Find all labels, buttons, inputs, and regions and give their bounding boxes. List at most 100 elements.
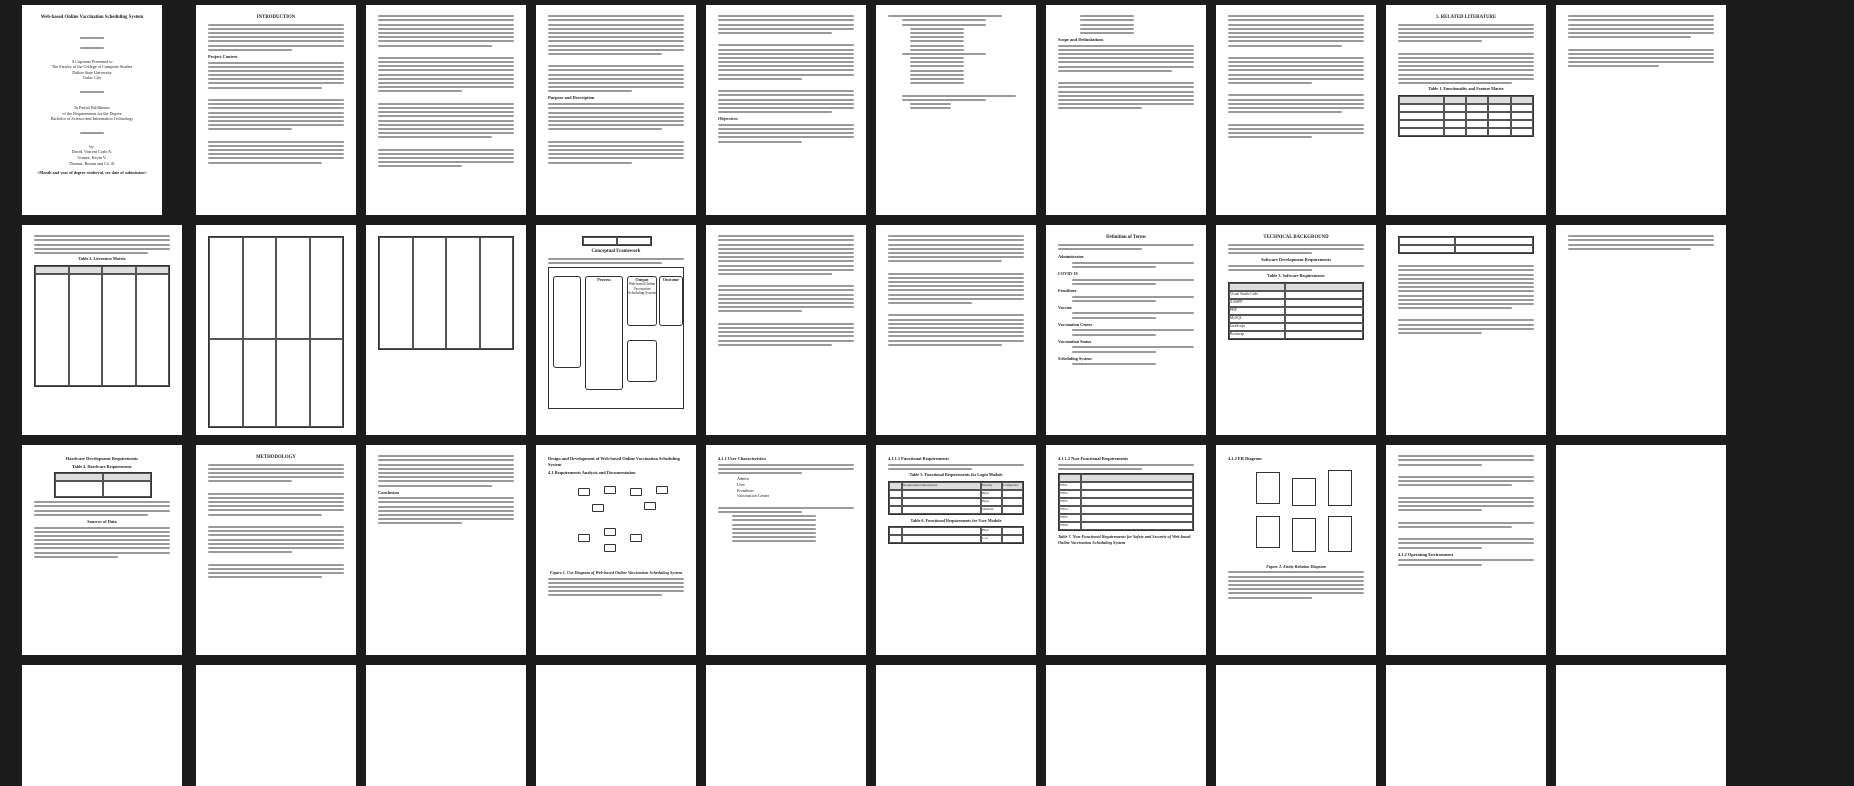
page-row4-10 <box>1556 665 1726 786</box>
framework-diagram: Process Output Web-based Online Vaccinat… <box>548 266 684 409</box>
er-diagram-heading: 4.1.2 ER Diagram <box>1228 456 1262 461</box>
definition-heading: Definition of Terms <box>1106 235 1146 240</box>
user-type-admin: Admin <box>737 476 749 482</box>
use-case-caption: Figure 1. Use Diagram of Web-based Onlin… <box>549 569 683 575</box>
framework-input-box <box>553 275 581 368</box>
page-partial-r3 <box>1556 445 1726 655</box>
hardware-table <box>54 472 152 499</box>
author-2: Gomez, Kevin V. <box>77 154 107 160</box>
term-frontliner: Frontliner <box>1058 287 1077 293</box>
nonfunctional-caption: Table 7. Non-Functional Requirements for… <box>1058 533 1191 545</box>
term-administrator: Administrator <box>1058 253 1084 259</box>
nonfunctional-table: NF01 NF02 NF03 NF04 NF05 NF06 <box>1058 472 1194 531</box>
term-vaccination-center: Vaccination Center <box>1058 321 1093 327</box>
page-purpose: Purpose and Description <box>536 5 696 215</box>
functional-heading: 4.1.1.1 Functional Requirements <box>888 456 949 461</box>
page-conclusion: Conclusion <box>366 445 526 655</box>
school: Dalton State University <box>72 69 112 75</box>
design-heading: Design and Development of Web-based Onli… <box>548 456 680 467</box>
page-literature-matrix: Table 2. Literature Matrix <box>22 225 182 435</box>
fulfillment: In Partial Fulfillment <box>74 104 110 110</box>
page-row4-3 <box>366 665 526 786</box>
page-row4-1 <box>22 665 182 786</box>
functionality-table-caption: Table 1. Functionality and Feature Matri… <box>1428 86 1504 92</box>
user-type-center: Vaccination Center <box>737 493 770 499</box>
page-literature-matrix-2 <box>196 225 356 435</box>
page-framework-text <box>706 225 866 435</box>
page-framework-text-2 <box>876 225 1036 435</box>
date-note: <Month and year of degree conferral, see… <box>37 170 147 176</box>
page-objective-list <box>876 5 1036 215</box>
term-scheduling-system: Scheduling System <box>1058 355 1092 361</box>
technical-heading: TECHNICAL BACKGROUND <box>1263 235 1329 240</box>
er-diagram <box>1228 464 1364 564</box>
page-partial-r1 <box>1556 5 1726 215</box>
page-row4-8 <box>1216 665 1376 786</box>
page-title: Web-based Online Vaccination Scheduling … <box>22 5 162 215</box>
func-user-table: High Low <box>888 526 1024 545</box>
page-conceptual-framework: Conceptual Framework Process Output Web-… <box>536 225 696 435</box>
by-label: by: <box>89 143 95 149</box>
page-row4-5 <box>706 665 866 786</box>
page-context-2 <box>366 5 526 215</box>
scope-heading: Scope and Delimitations <box>1058 36 1104 42</box>
req-analysis-heading: 4.1 Requirements Analysis and Documentat… <box>548 470 636 476</box>
page-row4-7 <box>1046 665 1206 786</box>
page-related-literature: 1. RELATED LITERATURE Table 1. Functiona… <box>1386 5 1546 215</box>
hardware-table-caption: Table 4. Hardware Requirements <box>72 463 132 469</box>
literature-matrix-table <box>34 264 170 387</box>
framework-evaluation-box <box>627 339 657 382</box>
page-definition-of-terms: Definition of Terms Administrator COVID-… <box>1046 225 1206 435</box>
degree: Bachelor of Science and Information Tech… <box>50 116 134 122</box>
page-er-diagram: 4.1.2 ER Diagram Figure 2. Entity Relati… <box>1216 445 1376 655</box>
author-3: Thomas, Rostan and Co. R. <box>68 160 116 166</box>
page-technical-2 <box>1386 225 1546 435</box>
user-char-heading: 4.1.1 User Characteristics <box>718 456 767 461</box>
page-technical-background: TECHNICAL BACKGROUND Software Developmen… <box>1216 225 1376 435</box>
page-scenario: 4.1.2 Operating Environment <box>1386 445 1546 655</box>
page-row4-4 <box>536 665 696 786</box>
page-user-characteristics: 4.1.1 User Characteristics Admin User Fr… <box>706 445 866 655</box>
func-admin-caption: Table 5. Functional Requirements for Log… <box>909 472 1003 478</box>
user-type-user: User <box>737 481 745 487</box>
page-objectives: Objectives <box>706 5 866 215</box>
user-type-frontliner: Frontliner <box>737 487 754 493</box>
related-literature-heading: 1. RELATED LITERATURE <box>1435 15 1497 20</box>
use-case-diagram <box>548 478 684 570</box>
faculty: The Faculty of the College of Computer S… <box>51 64 133 70</box>
software-table: Visual Studio Code XAMPP PHP MySQL JavaS… <box>1228 281 1364 340</box>
er-caption: Figure 2. Entity Relation Diagram <box>1266 563 1326 569</box>
conclusion-heading: Conclusion <box>378 489 399 495</box>
page-partial-r2 <box>1556 225 1726 435</box>
conceptual-heading: Conceptual Framework <box>591 249 641 254</box>
functionality-table <box>1398 94 1534 137</box>
framework-outcome-box: Outcome <box>659 275 683 326</box>
framework-process-box: Process <box>585 275 623 390</box>
objectives-heading: Objectives <box>718 116 738 122</box>
page-introduction: INTRODUCTION Project Context <box>196 5 356 215</box>
page-row4-2 <box>196 665 356 786</box>
term-vaccination-status: Vaccination Status <box>1058 338 1092 344</box>
requirements: of the Requirements for the Degree <box>62 110 122 116</box>
sources-heading: Sources of Data <box>87 518 117 524</box>
hardware-dev-heading: Hardware Development Requirements <box>65 456 139 461</box>
author-1: David, Vincent Carlo A. <box>71 149 113 155</box>
project-context-heading: Project Context <box>208 53 238 59</box>
term-vaccine: Vaccine <box>1058 304 1072 310</box>
page-scope: Scope and Delimitations <box>1046 5 1206 215</box>
methodology-heading: METHODOLOGY <box>256 455 296 460</box>
page-nonfunctional: 4.1.1.2 Non-Functional Requirements NF01… <box>1046 445 1206 655</box>
page-row4-6 <box>876 665 1036 786</box>
term-covid: COVID-19 <box>1058 270 1078 276</box>
page-scope-2 <box>1216 5 1376 215</box>
purpose-heading: Purpose and Description <box>548 95 595 101</box>
framework-output-box: Output Web-based Online Vaccination Sche… <box>627 275 657 326</box>
literature-matrix-caption: Table 2. Literature Matrix <box>78 256 126 262</box>
introduction-heading: INTRODUCTION <box>256 15 296 20</box>
document-title: Web-based Online Vaccination Scheduling … <box>40 15 144 20</box>
page-use-case: Design and Development of Web-based Onli… <box>536 445 696 655</box>
page-row4-9 <box>1386 665 1546 786</box>
city: Tarlac City <box>82 75 102 81</box>
func-user-caption: Table 6. Functional Requirements for Use… <box>910 517 1002 523</box>
